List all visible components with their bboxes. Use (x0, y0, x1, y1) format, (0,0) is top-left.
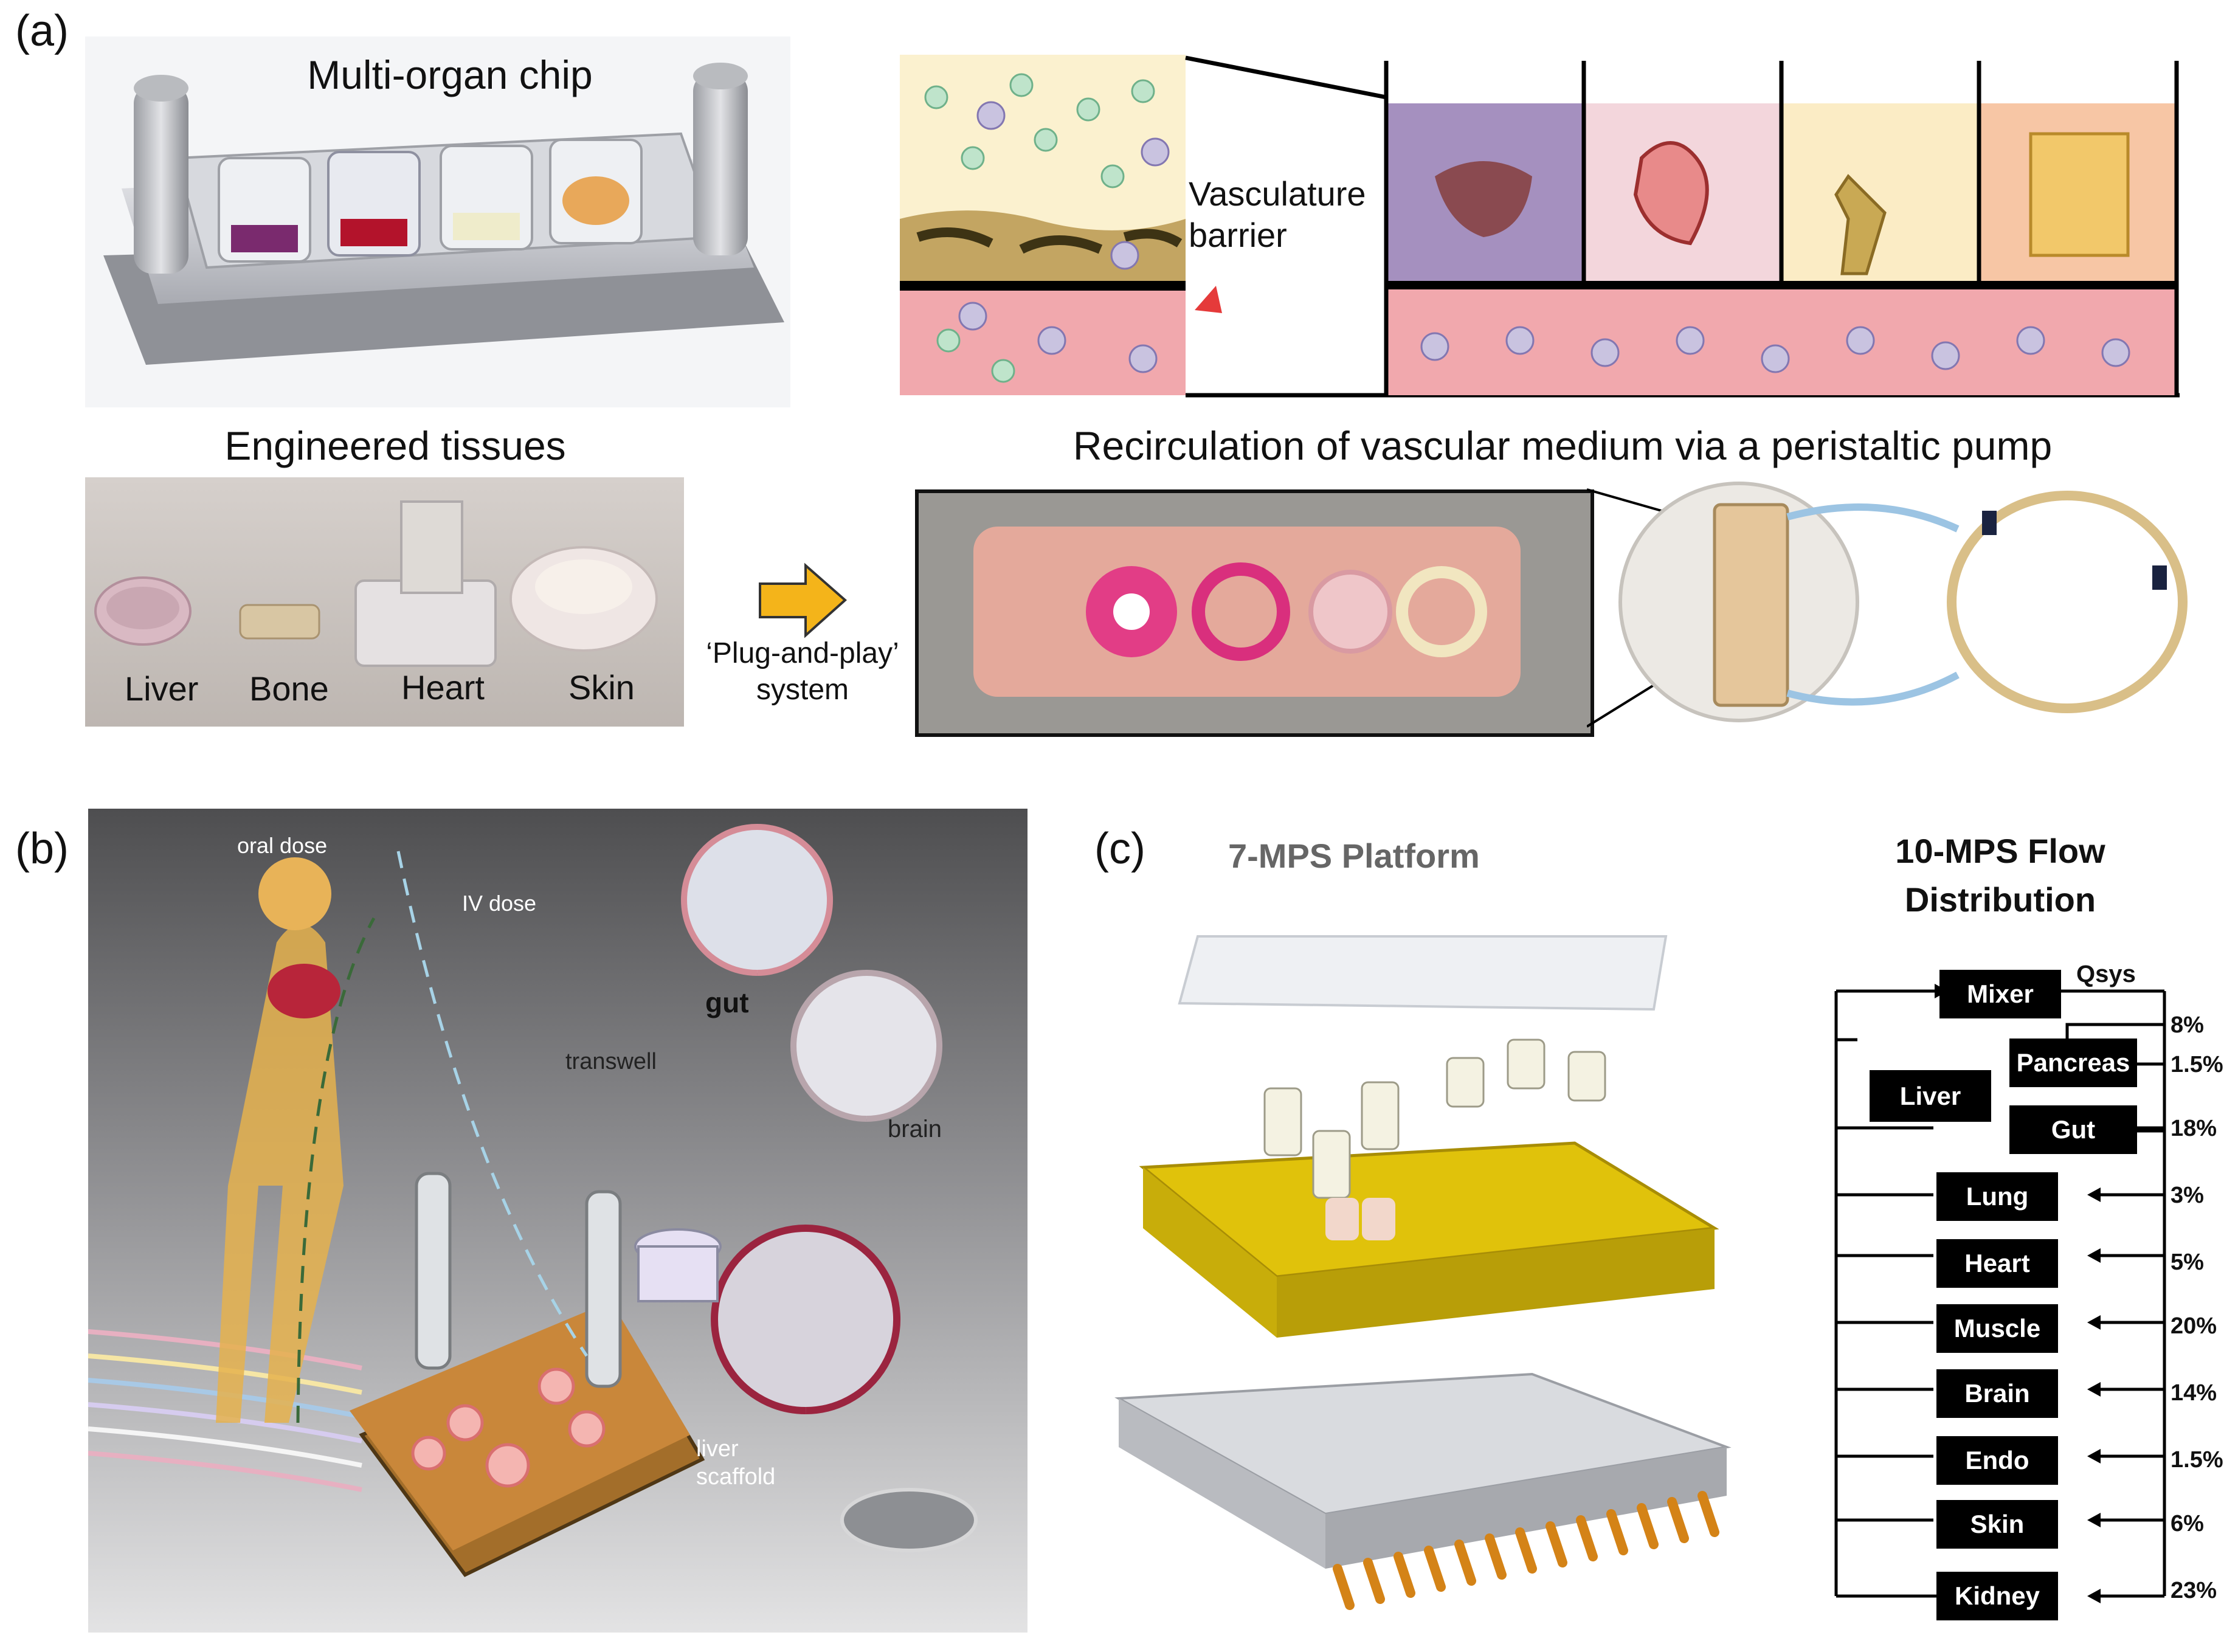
pct-skin: 6% (2171, 1511, 2204, 1536)
tissue-label-liver: Liver (125, 669, 199, 708)
pct-muscle: 20% (2171, 1313, 2217, 1339)
liver-scaffold-label: liver scaffold (696, 1435, 775, 1491)
tissue-label-bone: Bone (249, 669, 329, 708)
pct-pancreas: 1.5% (2171, 1052, 2223, 1077)
multi-organ-chip-title: Multi-organ chip (307, 52, 593, 97)
flow-box-muscle: Muscle (1936, 1304, 2058, 1353)
pct-kidney: 23% (2171, 1578, 2217, 1603)
flow-title-line1: 10-MPS Flow (1895, 832, 2105, 870)
peristaltic-pump-photo (1617, 474, 2201, 736)
plug-label-line2: system (756, 674, 849, 706)
flow-box-liver: Liver (1870, 1070, 1991, 1122)
flow-box-gut: Gut (2009, 1105, 2137, 1154)
panel-a-letter: (a) (15, 7, 69, 55)
qsys-label: Qsys (2076, 961, 2136, 987)
pct-lung: 3% (2171, 1183, 2204, 1208)
liver-scaffold-line2: scaffold (696, 1464, 776, 1490)
pct-gut: 18% (2171, 1116, 2217, 1141)
recirculation-title: Recirculation of vascular medium via a p… (1072, 423, 2053, 468)
transwell-label: transwell (565, 1049, 657, 1074)
liver-scaffold-line1: liver (696, 1436, 739, 1462)
chip-holder-photo (915, 489, 1594, 737)
gut-label: gut (705, 987, 749, 1018)
flow-box-endo: Endo (1936, 1436, 2058, 1485)
panel-b-letter: (b) (15, 824, 69, 873)
body-on-chip-illustration (88, 809, 1027, 1633)
flow-box-lung: Lung (1936, 1172, 2058, 1221)
plug-label-line1: ‘Plug-and-play’ (706, 637, 899, 669)
engineered-tissues-photo (85, 477, 684, 727)
engineered-tissues-title: Engineered tissues (224, 423, 566, 468)
flow-distribution-title: 10-MPS Flow Distribution (1830, 827, 2171, 924)
brain-label: brain (888, 1116, 942, 1142)
plug-and-play-arrow-icon (759, 562, 848, 638)
panel-c-letter: (c) (1094, 824, 1145, 873)
pct-heart: 5% (2171, 1249, 2204, 1275)
flow-box-heart: Heart (1936, 1239, 2058, 1288)
pct-endo: 1.5% (2171, 1447, 2223, 1473)
multi-organ-chip-image (85, 36, 790, 407)
platform-title: 7-MPS Platform (1228, 837, 1480, 875)
pct-brain: 14% (2171, 1380, 2217, 1406)
iv-dose-label: IV dose (462, 891, 537, 916)
mps-platform-exploded-view (1107, 912, 1800, 1630)
pct-mixer: 8% (2171, 1012, 2204, 1038)
flow-box-pancreas: Pancreas (2009, 1039, 2137, 1087)
vasculature-label-line2: barrier (1189, 216, 1287, 254)
flow-box-skin: Skin (1936, 1500, 2058, 1549)
plug-and-play-label: ‘Plug-and-play’ system (684, 635, 921, 708)
vasculature-barrier-label: Vasculature barrier (1189, 173, 1366, 256)
oral-dose-label: oral dose (237, 833, 328, 858)
flow-title-line2: Distribution (1904, 880, 2096, 919)
tissue-label-skin: Skin (568, 668, 635, 707)
flow-box-brain: Brain (1936, 1369, 2058, 1418)
tissue-label-heart: Heart (401, 668, 485, 707)
flow-diagram-lines (1834, 984, 2166, 1603)
vasculature-label-line1: Vasculature (1189, 175, 1366, 213)
flow-box-mixer: Mixer (1939, 970, 2061, 1018)
vasculature-barrier-schematic (900, 55, 2189, 401)
flow-box-kidney: Kidney (1936, 1572, 2058, 1620)
